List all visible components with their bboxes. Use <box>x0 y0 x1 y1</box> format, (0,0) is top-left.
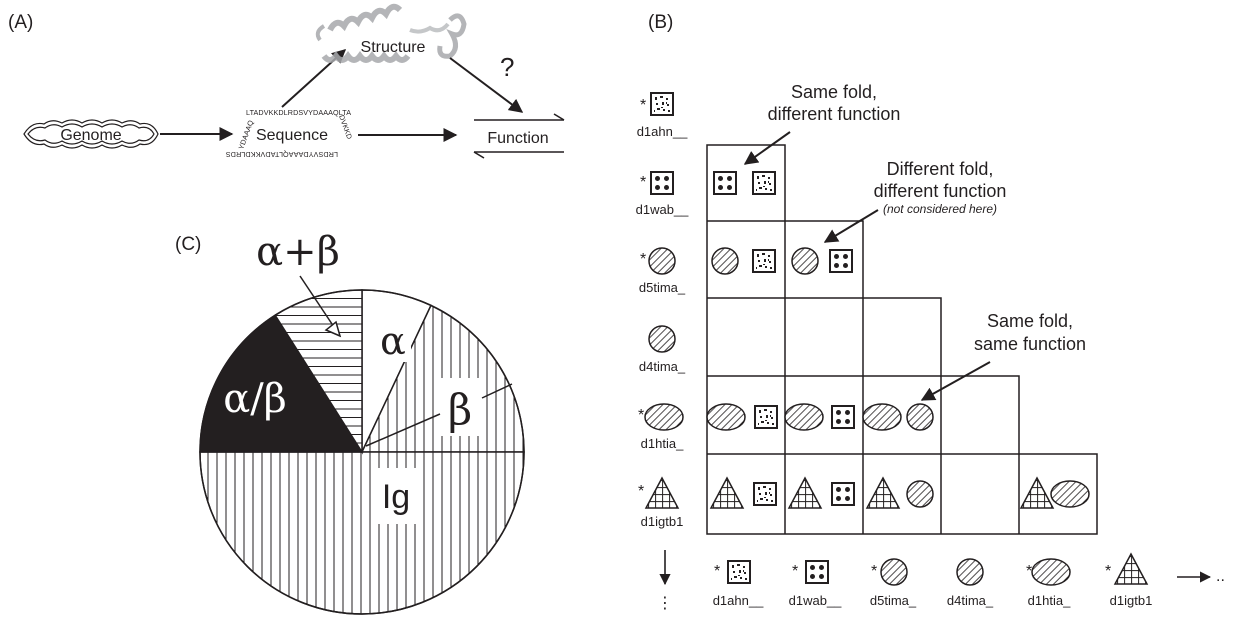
row-header-d1htia: * d1htia_ <box>638 403 684 451</box>
sequence-ring-bottom: LRDSVYDAAAQLTADVKKDLRDS <box>226 150 338 159</box>
col-header-d5tima: * d5tima_ <box>870 558 917 608</box>
genome-shape <box>23 119 159 149</box>
annot-diff-fold-diff-func-1: Different fold, <box>887 159 994 179</box>
leader-beta-right <box>481 383 513 399</box>
function-lower-barb <box>473 151 485 159</box>
row-star-d5tima: * <box>640 251 646 268</box>
row-label-d1igtb1: d1igtb1 <box>641 514 684 529</box>
label-box-beta <box>436 378 484 436</box>
col-star-d1wab: * <box>792 563 798 580</box>
cell-d5tima-d1wab <box>791 247 853 275</box>
col-header-d1htia: * d1htia_ <box>1026 558 1071 608</box>
cell-d1igtb1-d1htia <box>1020 477 1090 509</box>
cell-d1igtb1-d1wab <box>788 477 855 509</box>
arrow-annot-diff-fold-diff-func <box>823 209 879 243</box>
panel-b: * d1ahn__ * d1wab__ * d5tima_ d4tima_ * … <box>636 82 1225 612</box>
annot-same-fold-same-func-2: same function <box>974 334 1086 354</box>
leader-alpha-plus-beta-head <box>324 320 342 338</box>
cell-d5tima-d1ahn <box>711 247 776 275</box>
sequence-ring-top: LTADVKKDLRDSVYDAAAQLTA <box>246 108 351 117</box>
panel-c: α β Ig α/β α+β <box>199 226 525 615</box>
row-star-d1htia: * <box>638 407 644 424</box>
panel-label-b: (B) <box>648 12 673 33</box>
function-label: Function <box>487 130 548 147</box>
label-ig: Ig <box>382 478 410 516</box>
col-star-d1igtb1: * <box>1105 563 1111 580</box>
cell-d1igtb1-d1ahn <box>710 477 777 509</box>
arrow-annot-same-fold-diff-func <box>743 131 791 165</box>
function-upper-barb <box>553 113 565 121</box>
row-label-d1ahn: d1ahn__ <box>637 124 688 139</box>
row-header-d5tima: * d5tima_ <box>639 247 686 295</box>
row-label-d5tima: d5tima_ <box>639 280 686 295</box>
cell-d1wab-d1ahn <box>713 171 776 195</box>
row-header-d1igtb1: * d1igtb1 <box>638 477 684 529</box>
annot-diff-fold-diff-func-2: different function <box>874 181 1007 201</box>
sequence-label: Sequence <box>256 127 328 144</box>
col-label-d1htia: d1htia_ <box>1028 593 1071 608</box>
col-label-d5tima: d5tima_ <box>870 593 917 608</box>
pie-slice-2 <box>199 451 525 615</box>
col-header-d1wab: * d1wab__ <box>789 560 843 608</box>
label-box-alpha <box>375 322 411 362</box>
col-star-d5tima: * <box>871 563 877 580</box>
structure-label: Structure <box>361 39 426 56</box>
sequence-ring-left: YDAAAQ <box>236 119 255 151</box>
annot-same-fold-diff-func-2: different function <box>768 104 901 124</box>
row-header-d1wab: * d1wab__ <box>636 171 690 217</box>
label-beta: β <box>448 385 472 434</box>
row-star-d1wab: * <box>640 174 646 191</box>
down-continuation-dots: ⋮ <box>657 595 673 612</box>
matrix-inner-vertical <box>784 221 1020 534</box>
col-label-d1wab: d1wab__ <box>789 593 843 608</box>
label-alpha-beta: α/β <box>223 376 287 422</box>
cell-d1htia-d1ahn <box>706 403 778 431</box>
annot-same-fold-same-func-1: Same fold, <box>987 311 1073 331</box>
structure-ribbon <box>315 3 467 63</box>
col-header-d1igtb1: * d1igtb1 <box>1105 553 1153 608</box>
panel-a: Genome LTADVKKDLRDSVYDAAAQLTA DVKKD LRDS… <box>23 3 565 159</box>
col-label-d4tima: d4tima_ <box>947 593 994 608</box>
question-mark: ? <box>500 52 514 82</box>
row-header-d4tima: d4tima_ <box>639 325 686 374</box>
row-label-d1wab: d1wab__ <box>636 202 690 217</box>
arrow-structure-to-function <box>449 57 524 113</box>
panel-label-a: (A) <box>8 12 33 33</box>
leader-beta <box>365 413 441 447</box>
col-star-d1htia: * <box>1026 563 1032 580</box>
col-star-d1ahn: * <box>714 563 720 580</box>
label-alpha-plus-beta: α+β <box>256 229 340 275</box>
label-box-ig <box>373 468 419 524</box>
col-header-d4tima: d4tima_ <box>947 558 994 608</box>
panel-label-c: (C) <box>175 234 201 255</box>
col-label-d1ahn: d1ahn__ <box>713 593 764 608</box>
col-header-d1ahn: * d1ahn__ <box>713 560 764 608</box>
annot-same-fold-diff-func-1: Same fold, <box>791 82 877 102</box>
right-continuation-dots: .. <box>1216 568 1225 585</box>
row-label-d1htia: d1htia_ <box>641 436 684 451</box>
pie-slices <box>199 289 525 615</box>
col-label-d1igtb1: d1igtb1 <box>1110 593 1153 608</box>
arrow-annot-same-fold-same-func <box>920 361 991 401</box>
cell-d1htia-d1wab <box>784 403 855 431</box>
row-star-d1igtb1: * <box>638 483 644 500</box>
label-alpha: α <box>380 319 406 363</box>
cell-d1htia-d5tima <box>862 403 934 431</box>
leader-alpha-plus-beta <box>299 275 337 331</box>
row-header-d1ahn: * d1ahn__ <box>637 92 688 139</box>
annot-diff-fold-note: (not considered here) <box>883 202 997 216</box>
row-star-d1ahn: * <box>640 97 646 114</box>
label-box-alpha-plus-beta <box>240 226 358 274</box>
genome-label: Genome <box>60 127 121 144</box>
row-label-d4tima: d4tima_ <box>639 359 686 374</box>
sequence-ring-right: DVKKD <box>337 114 354 141</box>
pie-outline <box>199 289 525 615</box>
cell-d1igtb1-d5tima <box>866 477 934 509</box>
